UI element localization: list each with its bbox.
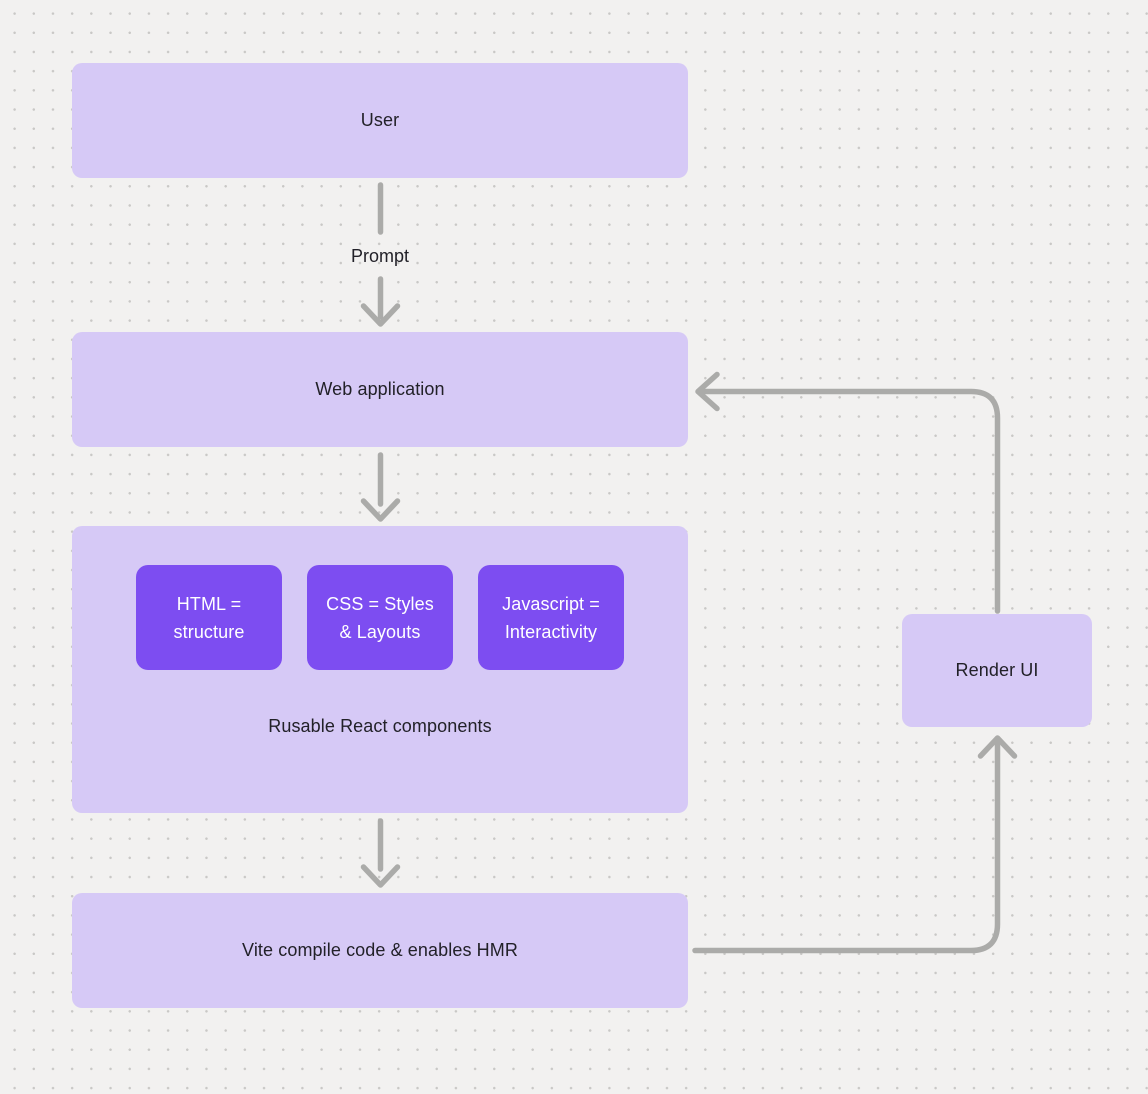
components-group-caption: Rusable React components <box>268 716 492 736</box>
node-vite-label: Vite compile code & enables HMR <box>242 940 518 960</box>
arrow-renderui-to-webapp-line <box>699 388 1001 614</box>
arrow-vite-to-renderui-line <box>692 739 1001 954</box>
node-vite: Vite compile code & enables HMR <box>72 893 688 1008</box>
arrow-renderui-to-webapp-head <box>695 371 720 412</box>
arrow-vite-to-renderui-head <box>977 735 1018 759</box>
components-chip-row: HTML = structure CSS = Styles & Layouts … <box>72 565 688 670</box>
edge-label-prompt: Prompt <box>350 246 410 266</box>
node-render-ui-label: Render UI <box>955 660 1039 680</box>
chip-javascript-line-2: Interactivity <box>504 621 598 642</box>
chip-css: CSS = Styles & Layouts <box>307 565 453 670</box>
chip-css-line-1: CSS = Styles <box>326 593 434 614</box>
chip-javascript-line-1: Javascript = <box>502 593 600 614</box>
arrow-components-to-vite-head <box>360 864 401 888</box>
chip-css-line-2: & Layouts <box>339 621 421 642</box>
node-web-application: Web application <box>72 332 688 447</box>
node-components-group: HTML = structure CSS = Styles & Layouts … <box>72 526 688 813</box>
node-render-ui: Render UI <box>902 614 1092 727</box>
chip-javascript: Javascript = Interactivity <box>478 565 624 670</box>
node-user-label: User <box>360 110 400 130</box>
chip-html: HTML = structure <box>136 565 282 670</box>
node-user: User <box>72 63 688 178</box>
chip-html-line-2: structure <box>173 621 245 642</box>
chip-html-line-1: HTML = <box>176 593 242 614</box>
arrow-webapp-to-components-head <box>360 498 401 522</box>
node-web-application-label: Web application <box>315 379 445 399</box>
arrow-prompt-to-webapp-head <box>360 303 401 327</box>
